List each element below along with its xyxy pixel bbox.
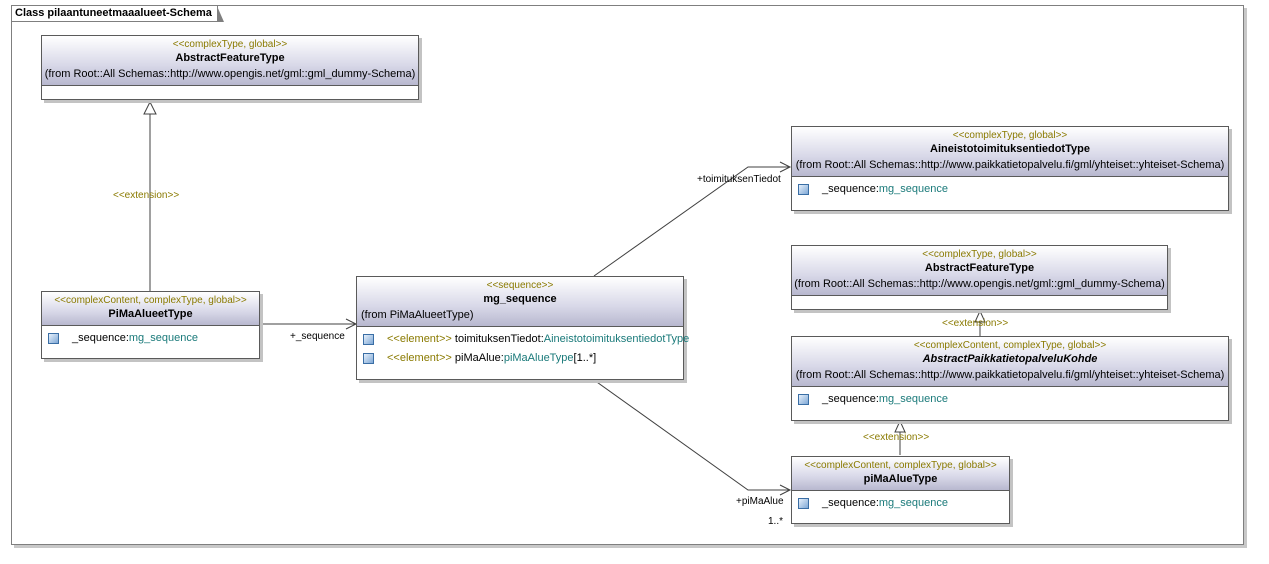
class-header: <<complexType, global>> AbstractFeatureT… [792, 246, 1167, 296]
association-toimituksen [593, 166, 790, 277]
attribute-type: piMaAlueType [503, 352, 574, 364]
attribute-icon [363, 353, 374, 364]
attributes-compartment: _sequence:mg_sequence [792, 177, 1228, 199]
class-name: AbstractFeatureType [924, 262, 1035, 274]
attribute-icon [363, 334, 374, 345]
attribute-type: AineistotoimituksentiedotType [543, 333, 690, 345]
attributes-compartment: <<element>> toimituksenTiedot:Aineistoto… [357, 327, 689, 368]
attribute-row[interactable]: _sequence:mg_sequence [792, 390, 1228, 409]
attribute-row-pimaalue[interactable]: <<element>> piMaAlue:piMaAlueType[1..*] [357, 349, 683, 368]
class-name: AbstractPaikkatietopalveluKohde [922, 353, 1098, 365]
attribute-icon [798, 394, 809, 405]
attribute-row[interactable]: _sequence:mg_sequence [792, 180, 1228, 199]
attribute-type: mg_sequence [128, 332, 198, 344]
class-header: <<complexContent, complexType, global>> … [792, 457, 1009, 491]
class-pimaalueet[interactable]: <<complexContent, complexType, global>> … [41, 291, 260, 359]
stereotype: <<complexType, global>> [922, 249, 1037, 260]
attribute-icon [798, 498, 809, 509]
attribute-stereotype: <<element>> [387, 333, 452, 345]
class-header: <<sequence>> mg_sequence (from PiMaAluee… [357, 277, 683, 327]
association-toimituksen-arrow [779, 161, 792, 173]
pimaalue-role-label: +piMaAlue [736, 496, 784, 507]
class-abstract-paikkatietopalvelu-kohde[interactable]: <<complexContent, complexType, global>> … [791, 336, 1229, 421]
attribute-row[interactable]: _sequence:mg_sequence [792, 494, 1009, 513]
generalization-arrow-right-top [974, 309, 986, 323]
class-name: PiMaAlueetType [108, 308, 193, 320]
class-name: AbstractFeatureType [175, 52, 285, 64]
attribute-icon [48, 333, 59, 344]
extension-label-left: <<extension>> [113, 190, 180, 201]
class-header: <<complexType, global>> AbstractFeatureT… [42, 36, 418, 86]
class-header: <<complexType, global>> Aineistotoimituk… [792, 127, 1228, 177]
class-origin: (from Root::All Schemas::http://www.open… [794, 278, 1165, 290]
attribute-multiplicity: [1..*] [573, 352, 597, 364]
attribute-name: toimituksenTiedot: [451, 333, 544, 345]
association-pimaalue [593, 379, 790, 491]
attributes-compartment [42, 86, 418, 91]
class-header: <<complexContent, complexType, global>> … [42, 292, 259, 326]
attribute-row[interactable]: _sequence:mg_sequence [42, 329, 259, 348]
attribute-row-toimituksen[interactable]: <<element>> toimituksenTiedot:Aineistoto… [357, 330, 689, 349]
stereotype: <<sequence>> [486, 280, 554, 291]
class-origin: (from Root::All Schemas::http://www.paik… [795, 159, 1225, 171]
attribute-name: piMaAlue: [451, 352, 504, 364]
class-header: <<complexContent, complexType, global>> … [792, 337, 1228, 387]
association-pimaalue-arrow [779, 484, 792, 496]
frame-title: Class pilaantuneetmaaalueet-Schema [12, 6, 224, 22]
class-name: AineistotoimituksentiedotType [930, 143, 1090, 155]
attribute-name: _sequence: [72, 332, 129, 344]
extension-label-right-bottom: <<extension>> [863, 432, 930, 443]
class-name: piMaAlueType [863, 473, 938, 485]
stereotype: <<complexContent, complexType, global>> [913, 340, 1107, 351]
stereotype: <<complexType, global>> [172, 39, 288, 50]
toimituksen-role-label: +toimituksenTiedot [697, 174, 781, 185]
class-abstract-feature-top[interactable]: <<complexType, global>> AbstractFeatureT… [41, 35, 419, 100]
attribute-icon [798, 184, 809, 195]
pimaalue-multiplicity-label: 1..* [768, 516, 784, 527]
attributes-compartment [792, 296, 1167, 301]
class-abstract-feature-right[interactable]: <<complexType, global>> AbstractFeatureT… [791, 245, 1168, 310]
attribute-stereotype: <<element>> [387, 352, 452, 364]
class-origin: (from Root::All Schemas::http://www.paik… [795, 369, 1225, 381]
attribute-name: _sequence: [822, 183, 879, 195]
attributes-compartment: _sequence:mg_sequence [792, 387, 1228, 409]
attribute-type: mg_sequence [878, 183, 948, 195]
attribute-name: _sequence: [822, 497, 879, 509]
attributes-compartment: _sequence:mg_sequence [792, 491, 1009, 513]
attributes-compartment: _sequence:mg_sequence [42, 326, 259, 348]
class-origin: (from PiMaAlueetType) [361, 309, 474, 321]
class-origin: (from Root::All Schemas::http://www.open… [44, 68, 416, 80]
stereotype: <<complexContent, complexType, global>> [54, 295, 247, 306]
class-pimaalue[interactable]: <<complexContent, complexType, global>> … [791, 456, 1010, 524]
generalization-arrow-left [143, 100, 157, 115]
attribute-name: _sequence: [822, 393, 879, 405]
stereotype: <<complexContent, complexType, global>> [804, 460, 997, 471]
generalization-arrow-right-bottom [894, 419, 906, 433]
class-aineistotoimituksentiedot[interactable]: <<complexType, global>> Aineistotoimituk… [791, 126, 1229, 211]
extension-label-right-top: <<extension>> [942, 318, 1009, 329]
attribute-type: mg_sequence [878, 497, 948, 509]
class-name: mg_sequence [483, 293, 557, 305]
class-mg-sequence[interactable]: <<sequence>> mg_sequence (from PiMaAluee… [356, 276, 689, 380]
sequence-role-label: +_sequence [290, 331, 345, 342]
attribute-type: mg_sequence [878, 393, 948, 405]
stereotype: <<complexType, global>> [952, 130, 1068, 141]
